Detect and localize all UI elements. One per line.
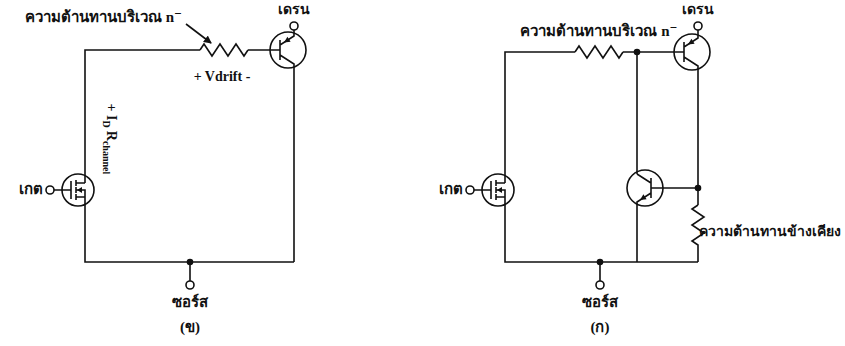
emitter-arrow xyxy=(284,37,291,43)
left-circuit xyxy=(46,22,306,289)
signal-label: + I xyxy=(104,103,119,120)
bjt-symbol xyxy=(270,32,306,68)
bjt-leads xyxy=(280,30,294,262)
gate-terminal xyxy=(46,186,54,194)
text-label: ความต้านทานบริเวณ n⁻ xyxy=(520,23,677,40)
signal-label: R xyxy=(104,130,119,140)
text-label: เกต xyxy=(439,181,463,198)
resistor-symbol xyxy=(200,44,248,56)
text-label: เดรน xyxy=(682,2,714,18)
drain-terminal xyxy=(694,22,702,30)
text-label: เกต xyxy=(19,181,43,198)
emitter-arrow xyxy=(688,39,695,45)
junction-dot xyxy=(635,50,640,55)
wire xyxy=(85,50,294,281)
text-label: เดรน xyxy=(278,2,310,18)
right-circuit xyxy=(466,22,710,289)
mosfet-arrow xyxy=(77,187,82,193)
subscript-label: D xyxy=(102,120,113,127)
gate-terminal xyxy=(466,186,474,194)
bjt-symbol xyxy=(674,34,710,70)
mosfet-arrow xyxy=(497,187,502,193)
wire xyxy=(505,52,698,281)
bjt-leads xyxy=(684,30,698,205)
text-label: + Vdrift - xyxy=(194,69,251,85)
drain-terminal xyxy=(290,22,298,30)
junction-dot xyxy=(598,260,603,265)
text-label: ความต้านทานบริเวณ n⁻ xyxy=(25,9,182,26)
text-label: (ข) xyxy=(180,319,200,336)
junction-dot xyxy=(188,260,193,265)
resistor-symbol xyxy=(575,46,623,58)
bjt-leads xyxy=(637,174,698,262)
text-label: ซอร์ส xyxy=(582,294,618,311)
text-label: ซอร์ส xyxy=(172,294,208,311)
text-label: (ก) xyxy=(591,319,610,336)
subscript-label: channel xyxy=(102,140,113,173)
junction-dot xyxy=(696,186,701,191)
text-label: ความต้านทานข้างเคียง xyxy=(699,224,841,240)
mosfet-leads xyxy=(474,180,505,200)
leader-arrow xyxy=(186,24,211,43)
emitter-arrow xyxy=(640,194,647,200)
source-terminal xyxy=(596,281,604,289)
source-terminal xyxy=(186,281,194,289)
mosfet-leads xyxy=(54,180,85,200)
voltage-label: + IDRchannel xyxy=(101,103,120,177)
